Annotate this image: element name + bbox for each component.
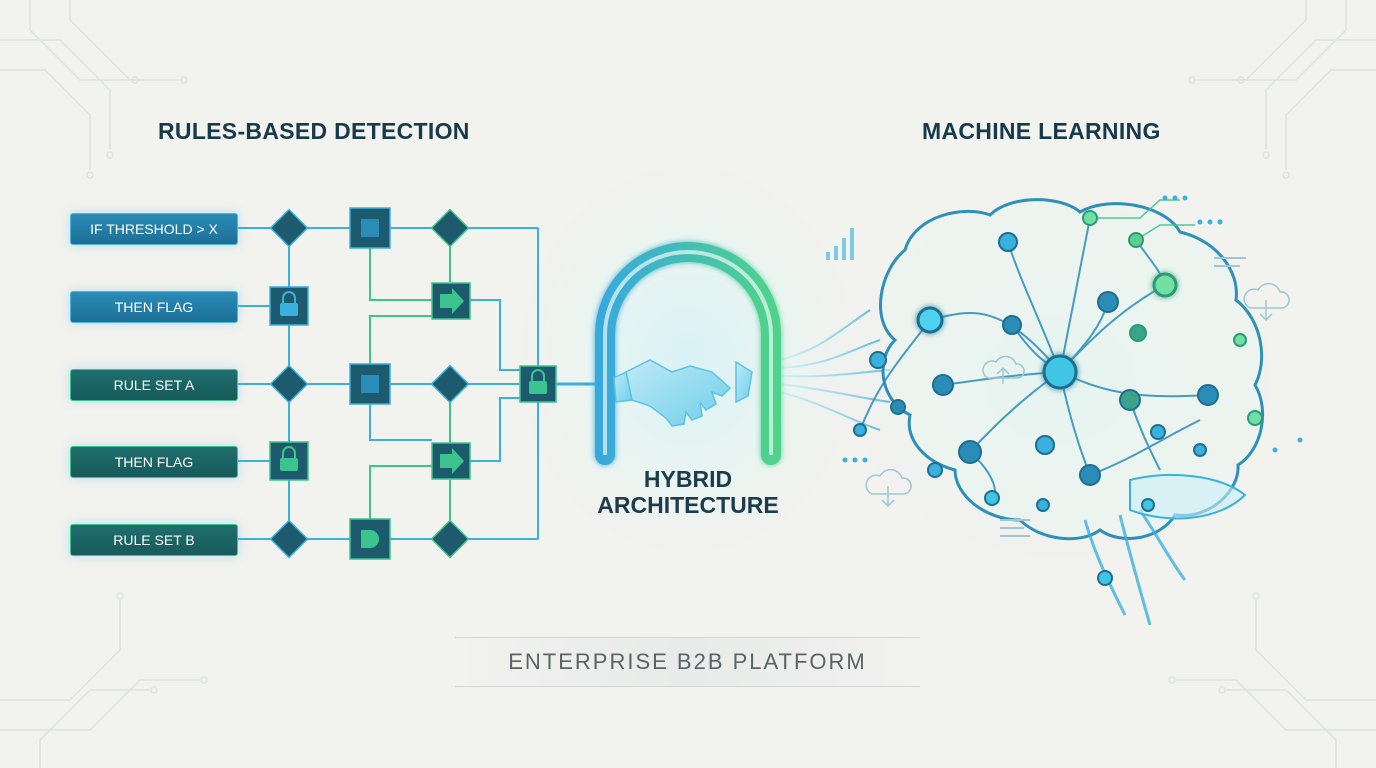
neuron-node (998, 232, 1018, 252)
neuron-node (1002, 315, 1022, 335)
hybrid-hub (595, 242, 781, 465)
decision-node (269, 208, 309, 248)
section-title-ml: MACHINE LEARNING (922, 118, 1161, 144)
neuron-node (1042, 354, 1078, 390)
circuit-decoration-bottom-left (0, 592, 208, 768)
brain-network (826, 195, 1303, 626)
brain-cerebellum (1129, 474, 1247, 520)
neuron-node (1141, 498, 1155, 512)
decision-node (430, 364, 470, 404)
circuit-decoration-top-right (1188, 0, 1376, 179)
decision-node (430, 208, 470, 248)
arrow-right-icon (440, 448, 464, 474)
arrow-node (431, 442, 471, 480)
lock-node (269, 441, 309, 481)
circuit-decoration-top-left (0, 0, 188, 179)
bar-chart-icon (826, 228, 854, 260)
lock-node (519, 365, 557, 403)
neuron-node (1082, 210, 1098, 226)
neuron-node (1129, 324, 1147, 342)
cloud-upload-icon (982, 355, 1025, 384)
neuron-node (1152, 272, 1178, 298)
circuit-decoration-bottom-right (1168, 592, 1376, 768)
lock-node (269, 286, 309, 326)
neuron-node (1079, 464, 1101, 486)
neuron-node (1119, 389, 1141, 411)
neuron-node (1233, 333, 1247, 347)
footer-label: ENTERPRISE B2B PLATFORM (508, 649, 867, 674)
neuron-node (853, 423, 867, 437)
data-streams (779, 309, 891, 431)
rules-flow-network (236, 207, 596, 560)
neuron-node (927, 462, 943, 478)
neuron-node (958, 440, 982, 464)
section-title-rules: RULES-BASED DETECTION (158, 118, 470, 144)
neuron-node (1197, 384, 1219, 406)
handshake-icon (613, 359, 753, 427)
rule-box-rule-set-a: RULE SET A (70, 369, 238, 401)
lock-icon (280, 291, 298, 316)
neuron-node (1247, 410, 1263, 426)
brain-stem (1083, 509, 1187, 626)
neuron-node (1150, 424, 1166, 440)
neuron-node (1193, 443, 1207, 457)
neuron-node (1128, 232, 1144, 248)
rule-box-threshold: IF THRESHOLD > X (70, 213, 238, 245)
decision-node (269, 519, 309, 559)
hub-glow (498, 140, 878, 580)
decision-node (430, 519, 470, 559)
rule-box-then-flag-2: THEN FLAG (70, 446, 238, 478)
rule-box-rule-set-b: RULE SET B (70, 524, 238, 556)
neuron-node (984, 490, 1000, 506)
neuron-node (869, 351, 887, 369)
decision-node (269, 364, 309, 404)
rule-box-then-flag: THEN FLAG (70, 291, 238, 323)
neuron-node (1036, 498, 1050, 512)
hub-label: HYBRID ARCHITECTURE (560, 466, 816, 519)
neuron-node (1035, 435, 1055, 455)
arrow-right-icon (440, 288, 464, 314)
lock-icon (280, 446, 298, 471)
neuron-node (916, 306, 944, 334)
footer-band: ENTERPRISE B2B PLATFORM (455, 637, 920, 687)
neuron-node (890, 399, 906, 415)
neuron-node (1097, 291, 1119, 313)
cloud-download-icon (1243, 282, 1290, 322)
list-icon (1000, 257, 1246, 537)
cloud-download-icon (865, 468, 912, 508)
arrow-node (431, 282, 471, 320)
hub-label-line1: HYBRID (643, 466, 733, 492)
lock-icon (529, 369, 547, 394)
hub-label-line2: ARCHITECTURE (597, 492, 779, 519)
neuron-node (932, 374, 954, 396)
neuron-node (1097, 570, 1113, 586)
